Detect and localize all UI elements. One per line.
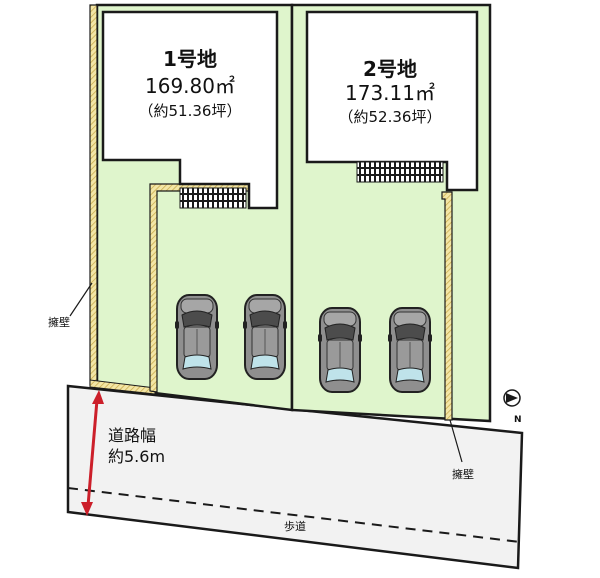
road-width-title: 道路幅: [108, 426, 156, 445]
sidewalk-label: 歩道: [284, 519, 306, 533]
car-icon: [388, 306, 432, 394]
lot-1-name: 1号地: [163, 47, 217, 71]
left-wall-leader: [69, 282, 93, 317]
right-wall-leader: [449, 419, 463, 463]
left-retaining-wall: [89, 4, 98, 387]
lot-2-driveway-wall: [441, 191, 453, 421]
car-icon: [175, 293, 219, 381]
lot-1-area: 169.80㎡: [145, 74, 235, 98]
left-wall-corner: [89, 379, 156, 395]
lot-1-house: [101, 10, 279, 210]
road: [66, 384, 524, 570]
left-wall-label: 擁壁: [48, 315, 70, 329]
sidewalk-boundary: [67, 487, 521, 543]
road-width-value: 約5.6m: [108, 447, 165, 466]
lot-2-steps: [356, 161, 444, 183]
right-wall-label: 擁壁: [452, 467, 474, 481]
car-icon: [318, 306, 362, 394]
lot-2-name: 2号地: [363, 57, 417, 81]
lot-1-tsubo: （約51.36坪）: [139, 102, 242, 120]
lot-2-tsubo: （約52.36坪）: [339, 108, 442, 126]
lot-1-steps: [179, 187, 247, 209]
road-width-arrow: [81, 390, 104, 516]
car-icon: [243, 293, 287, 381]
north-arrow-icon: [503, 389, 521, 407]
lot-2-house: [305, 10, 479, 192]
north-label: N: [514, 415, 522, 425]
lot-2-area: 173.11㎡: [345, 81, 435, 105]
